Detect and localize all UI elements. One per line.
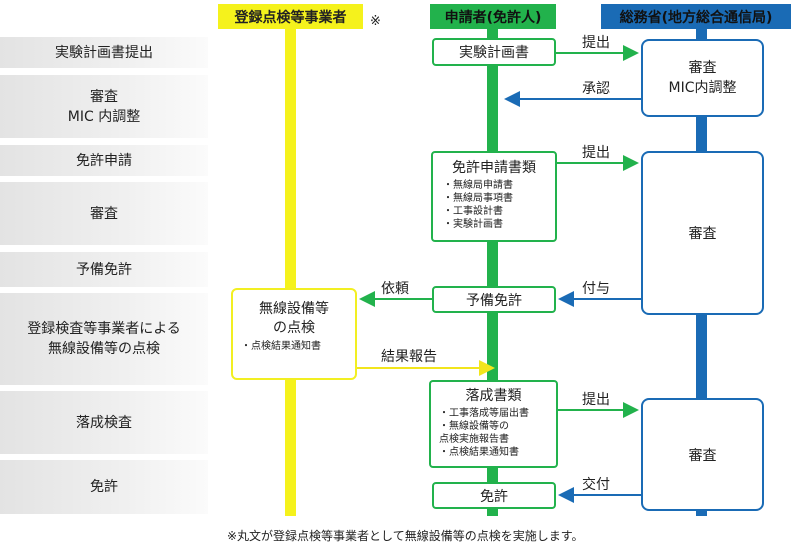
report-label: 結果報告 [381,349,437,365]
grant-label: 付与 [582,281,610,297]
registered-lane-header: 登録点検等事業者 [218,4,363,29]
step-label: 免許申請 [76,152,132,169]
applicant-lane-header: 申請者(免許人) [430,4,556,29]
step-label: 審査 [90,205,118,222]
inspection-title: 無線設備等 の点検 [259,301,329,336]
inspection-items: 点検結果通知書 [233,340,355,353]
list-item: 工事落成等届出書 [439,407,556,420]
list-item: 点検結果通知書 [241,340,355,353]
completion-docs-list: 工事落成等届出書 無線設備等の 点検実施報告書 点検結果通知書 [439,407,556,459]
review-box-3: 審査 [641,398,764,511]
license-docs-list: 無線局申請書 無線局事項書 工事設計書 実験計画書 [443,179,555,231]
step-label: 実験計画書提出 [55,44,153,61]
ministry-lane-header: 総務省(地方総合通信局) [601,4,791,29]
applicant-lane-bar [487,28,498,516]
asterisk-mark: ※ [370,14,381,29]
completion-docs-box: 落成書類 工事落成等届出書 無線設備等の 点検実施報告書 点検結果通知書 [429,380,558,468]
approve-label: 承認 [582,81,610,97]
step-label: 審査 MIC 内調整 [67,88,141,125]
step-completion-inspection: 落成検査 [0,391,208,454]
step-experiment-plan-submission: 実験計画書提出 [0,37,208,68]
experiment-plan-box: 実験計画書 [432,38,556,66]
license-application-docs-box: 免許申請書類 無線局申請書 無線局事項書 工事設計書 実験計画書 [431,151,557,242]
review-mic-box: 審査 MIC内調整 [641,39,764,117]
submit-label-3: 提出 [582,392,610,408]
list-item: 無線設備等の 点検実施報告書 [439,420,556,446]
step-label: 落成検査 [76,414,132,431]
license-box: 免許 [432,482,556,509]
license-docs-title: 免許申請書類 [452,160,536,176]
completion-docs-title: 落成書類 [465,388,522,404]
step-label: 登録検査等事業者による 無線設備等の点検 [27,321,181,357]
step-equipment-inspection: 登録検査等事業者による 無線設備等の点検 [0,293,208,385]
step-license-application: 免許申請 [0,145,208,176]
step-provisional-license: 予備免許 [0,252,208,287]
footnote: ※丸文が登録点検等事業者として無線設備等の点検を実施します。 [227,529,584,543]
list-item: 工事設計書 [443,205,555,218]
submit-label-2: 提出 [582,145,610,161]
list-item: 実験計画書 [443,218,555,231]
registered-lane-bar [285,28,296,516]
request-label: 依頼 [381,281,409,297]
submit-label-1: 提出 [582,35,610,51]
review-box-2: 審査 [641,151,764,315]
deliver-label: 交付 [582,477,610,493]
list-item: 無線局申請書 [443,179,555,192]
provisional-license-box: 予備免許 [432,286,556,313]
equipment-inspection-box: 無線設備等 の点検 点検結果通知書 [231,288,357,380]
step-review: 審査 [0,182,208,245]
step-review-mic-coordination: 審査 MIC 内調整 [0,75,208,138]
step-label: 免許 [90,479,118,495]
step-license: 免許 [0,460,208,514]
list-item: 点検結果通知書 [439,446,556,459]
step-label: 予備免許 [76,261,132,278]
list-item: 無線局事項書 [443,192,555,205]
